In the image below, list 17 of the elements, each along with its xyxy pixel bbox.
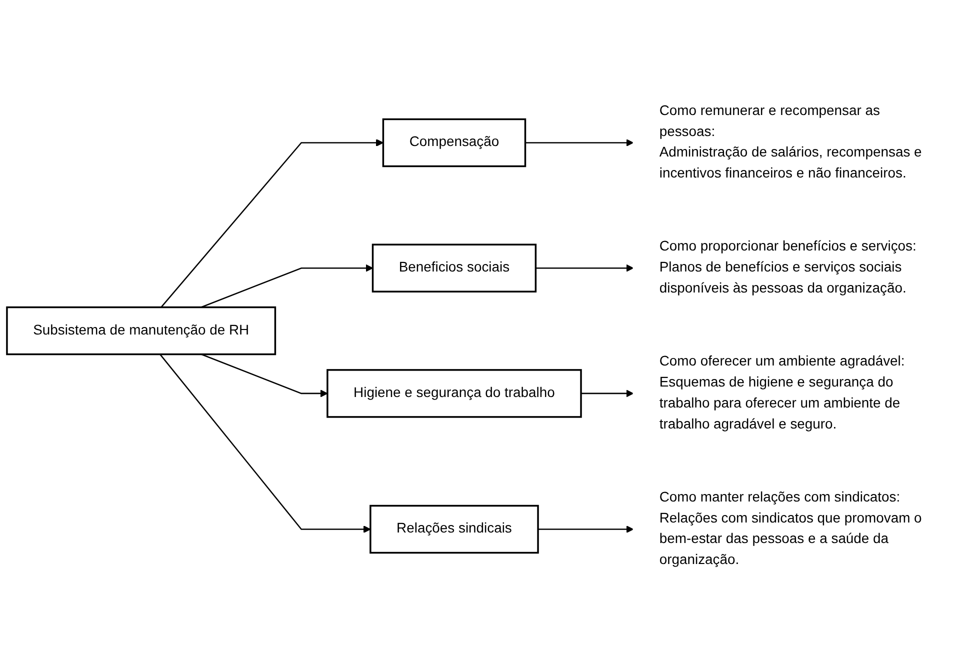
- arrow: [525, 138, 634, 147]
- arrow: [160, 354, 371, 534]
- node-text: Como proporcionar benefícios e serviços: Planos de benefícios e serviços sociais disponíveis às pessoas da organização.: [659, 239, 916, 296]
- arrow: [536, 264, 634, 272]
- node-box: Beneficios sociais: [372, 244, 537, 292]
- node-box: Higiene e segurança do trabalho: [326, 369, 582, 418]
- arrow: [538, 525, 634, 534]
- arrow: [200, 354, 328, 398]
- node-text: Como manter relações com sindicatos: Relações com sindicatos que promovam o bem-estar das pessoas e a saúde da organização.: [659, 490, 922, 568]
- arrow: [581, 390, 634, 398]
- arrow: [200, 264, 374, 308]
- node-box: Relações sindicais: [370, 504, 539, 554]
- node-text: Como oferecer um ambiente agradável: Esquemas de higiene e segurança do trabalho para oferecer um ambiente de trabalho agradável e seguro.: [659, 354, 905, 432]
- node-box: Subsistema de manutenção de RH: [6, 306, 276, 356]
- node-box: Compensação: [382, 118, 526, 168]
- node-text: Como remunerar e recompensar as pessoas: Administração de salários, recompensas e incentivos financeiros e não financeiros.: [659, 104, 922, 182]
- arrow: [160, 138, 384, 308]
